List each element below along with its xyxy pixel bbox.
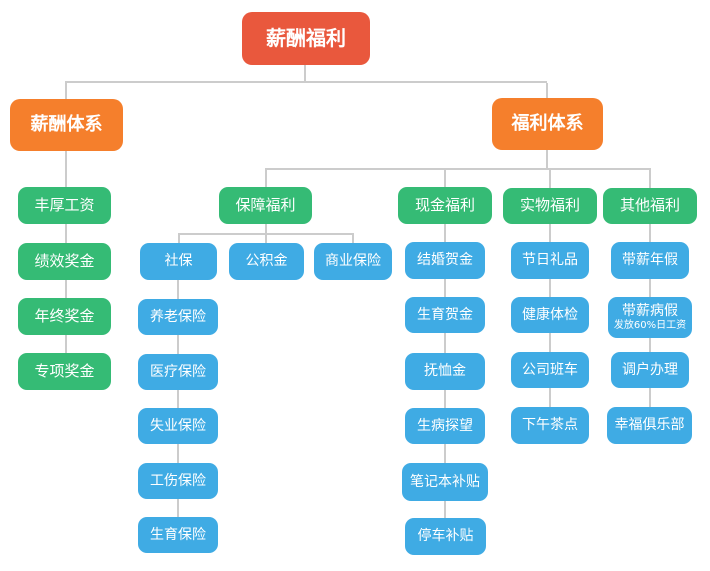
node-festival-gifts: 节日礼品 [511,242,589,279]
connector [546,83,548,98]
node-social-insurance: 社保 [140,243,217,280]
connector [549,170,551,188]
node-wedding-cash-gift: 结婚贺金 [405,242,485,279]
connector [65,224,67,243]
node-condolence-money: 抚恤金 [405,353,485,390]
connector [549,333,551,352]
connector [444,501,446,518]
connector [649,388,651,407]
node-health-checkup: 健康体检 [511,297,589,333]
connector [265,224,267,233]
node-salary-system: 薪酬体系 [10,99,123,151]
node-childbirth-cash-gift: 生育贺金 [405,297,485,333]
connector [649,338,651,352]
node-welfare-system: 福利体系 [492,98,603,150]
node-commercial-insurance: 商业保险 [314,243,392,280]
node-cash-welfare: 现金福利 [398,187,492,224]
connector [444,333,446,353]
node-laptop-subsidy: 笔记本补贴 [402,463,488,501]
connector [265,168,651,170]
connector [304,65,306,81]
node-maternity-insurance: 生育保险 [138,517,218,553]
connector [177,444,179,463]
connector [444,390,446,408]
node-physical-welfare: 实物福利 [503,188,597,224]
connector [65,81,547,83]
paid-sick-leave-note: 发放60%日工资 [613,320,687,332]
connector [178,233,354,235]
connector [177,390,179,408]
connector [444,224,446,242]
connector [65,335,67,353]
connector [444,170,446,187]
connector [177,499,179,517]
connector [546,150,548,168]
node-generous-salary: 丰厚工资 [18,187,111,224]
node-company-shuttle: 公司班车 [511,352,589,388]
node-compensation-benefits: 薪酬福利 [242,12,370,65]
connector [177,335,179,354]
connector [65,83,67,99]
node-year-end-bonus: 年终奖金 [18,298,111,335]
node-performance-bonus: 绩效奖金 [18,243,111,280]
node-unemployment-insurance: 失业保险 [138,408,218,444]
connector [265,170,267,187]
node-pension-insurance: 养老保险 [138,299,218,335]
connector [444,444,446,463]
paid-sick-leave-label: 带薪病假 [622,303,678,320]
connector [649,224,651,242]
node-work-injury-insurance: 工伤保险 [138,463,218,499]
node-security-welfare: 保障福利 [219,187,312,224]
connector [178,235,180,243]
node-sickness-visit: 生病探望 [405,408,485,444]
connector [352,235,354,243]
node-housing-fund: 公积金 [229,243,304,280]
connector [444,279,446,297]
connector [549,224,551,242]
node-other-welfare: 其他福利 [603,188,697,224]
node-parking-subsidy: 停车补贴 [405,518,486,555]
connector [649,170,651,188]
node-paid-annual-leave: 带薪年假 [611,242,689,279]
connector [177,280,179,299]
node-afternoon-tea: 下午茶点 [511,407,589,444]
connector [549,279,551,297]
connector [265,235,267,243]
connector [65,280,67,298]
node-medical-insurance: 医疗保险 [138,354,218,390]
node-happiness-club: 幸福俱乐部 [607,407,692,444]
connector [649,279,651,297]
connector [549,388,551,407]
node-special-bonus: 专项奖金 [18,353,111,390]
node-residence-transfer: 调户办理 [611,352,689,388]
connector [65,151,67,187]
node-paid-sick-leave: 带薪病假 发放60%日工资 [608,297,692,338]
